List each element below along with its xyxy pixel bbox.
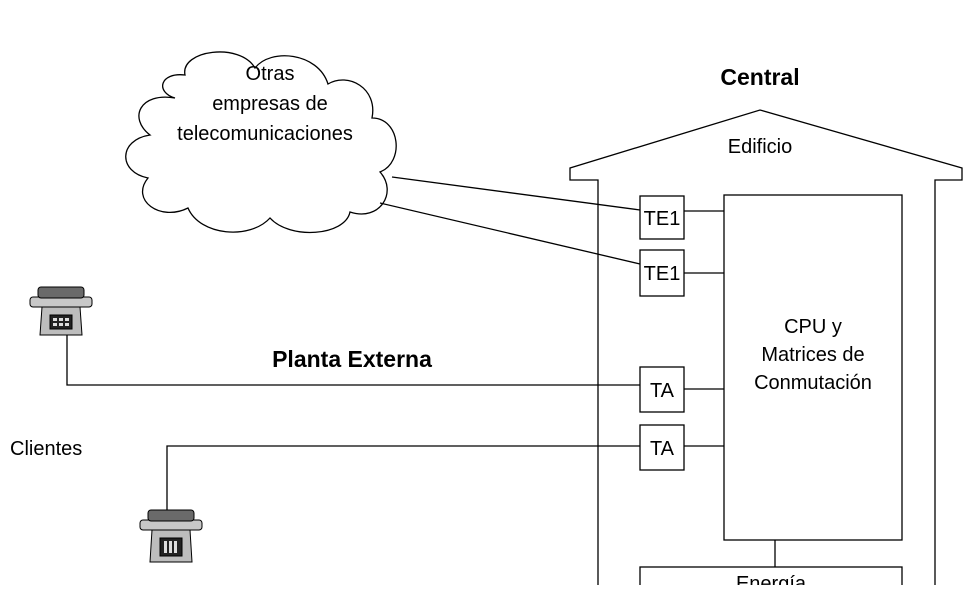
building-label: Edificio <box>728 136 792 158</box>
energy-block <box>639 566 903 590</box>
analog-port-1-label: TA <box>650 380 675 402</box>
analog-port-2-label: TA <box>650 438 675 460</box>
trunk-port-2-label: TE1 <box>644 263 681 285</box>
clients-label: Clientes <box>10 438 82 460</box>
building-outline <box>569 109 963 585</box>
outside-plant-label: Planta Externa <box>272 346 432 372</box>
subscriber-line-2 <box>166 445 640 510</box>
telephone-icon <box>29 286 93 336</box>
central-title: Central <box>720 64 799 90</box>
trunk-port-1-label: TE1 <box>644 208 681 230</box>
trunk-port-1 <box>639 195 685 240</box>
telecom-companies-cloud: Otras empresas de telecomunicaciones <box>125 51 397 234</box>
trunk-line-2 <box>379 202 641 265</box>
cpu-label-line1: CPU y <box>784 316 842 338</box>
analog-port-2 <box>639 424 685 471</box>
energy-label: Energía <box>736 573 807 585</box>
cpu-label-line2: Matrices de <box>761 344 864 366</box>
analog-port-1 <box>639 366 685 413</box>
cloud-label-line2: empresas de <box>212 93 328 115</box>
cpu-label-line3: Conmutación <box>754 372 872 394</box>
subscriber-line-1 <box>66 333 640 386</box>
trunk-line-1 <box>391 176 641 211</box>
cloud-label-line1: Otras <box>246 63 295 85</box>
cloud-label-line3: telecomunicaciones <box>177 123 353 145</box>
telephone-icon <box>139 509 203 563</box>
cpu-block <box>723 194 903 541</box>
